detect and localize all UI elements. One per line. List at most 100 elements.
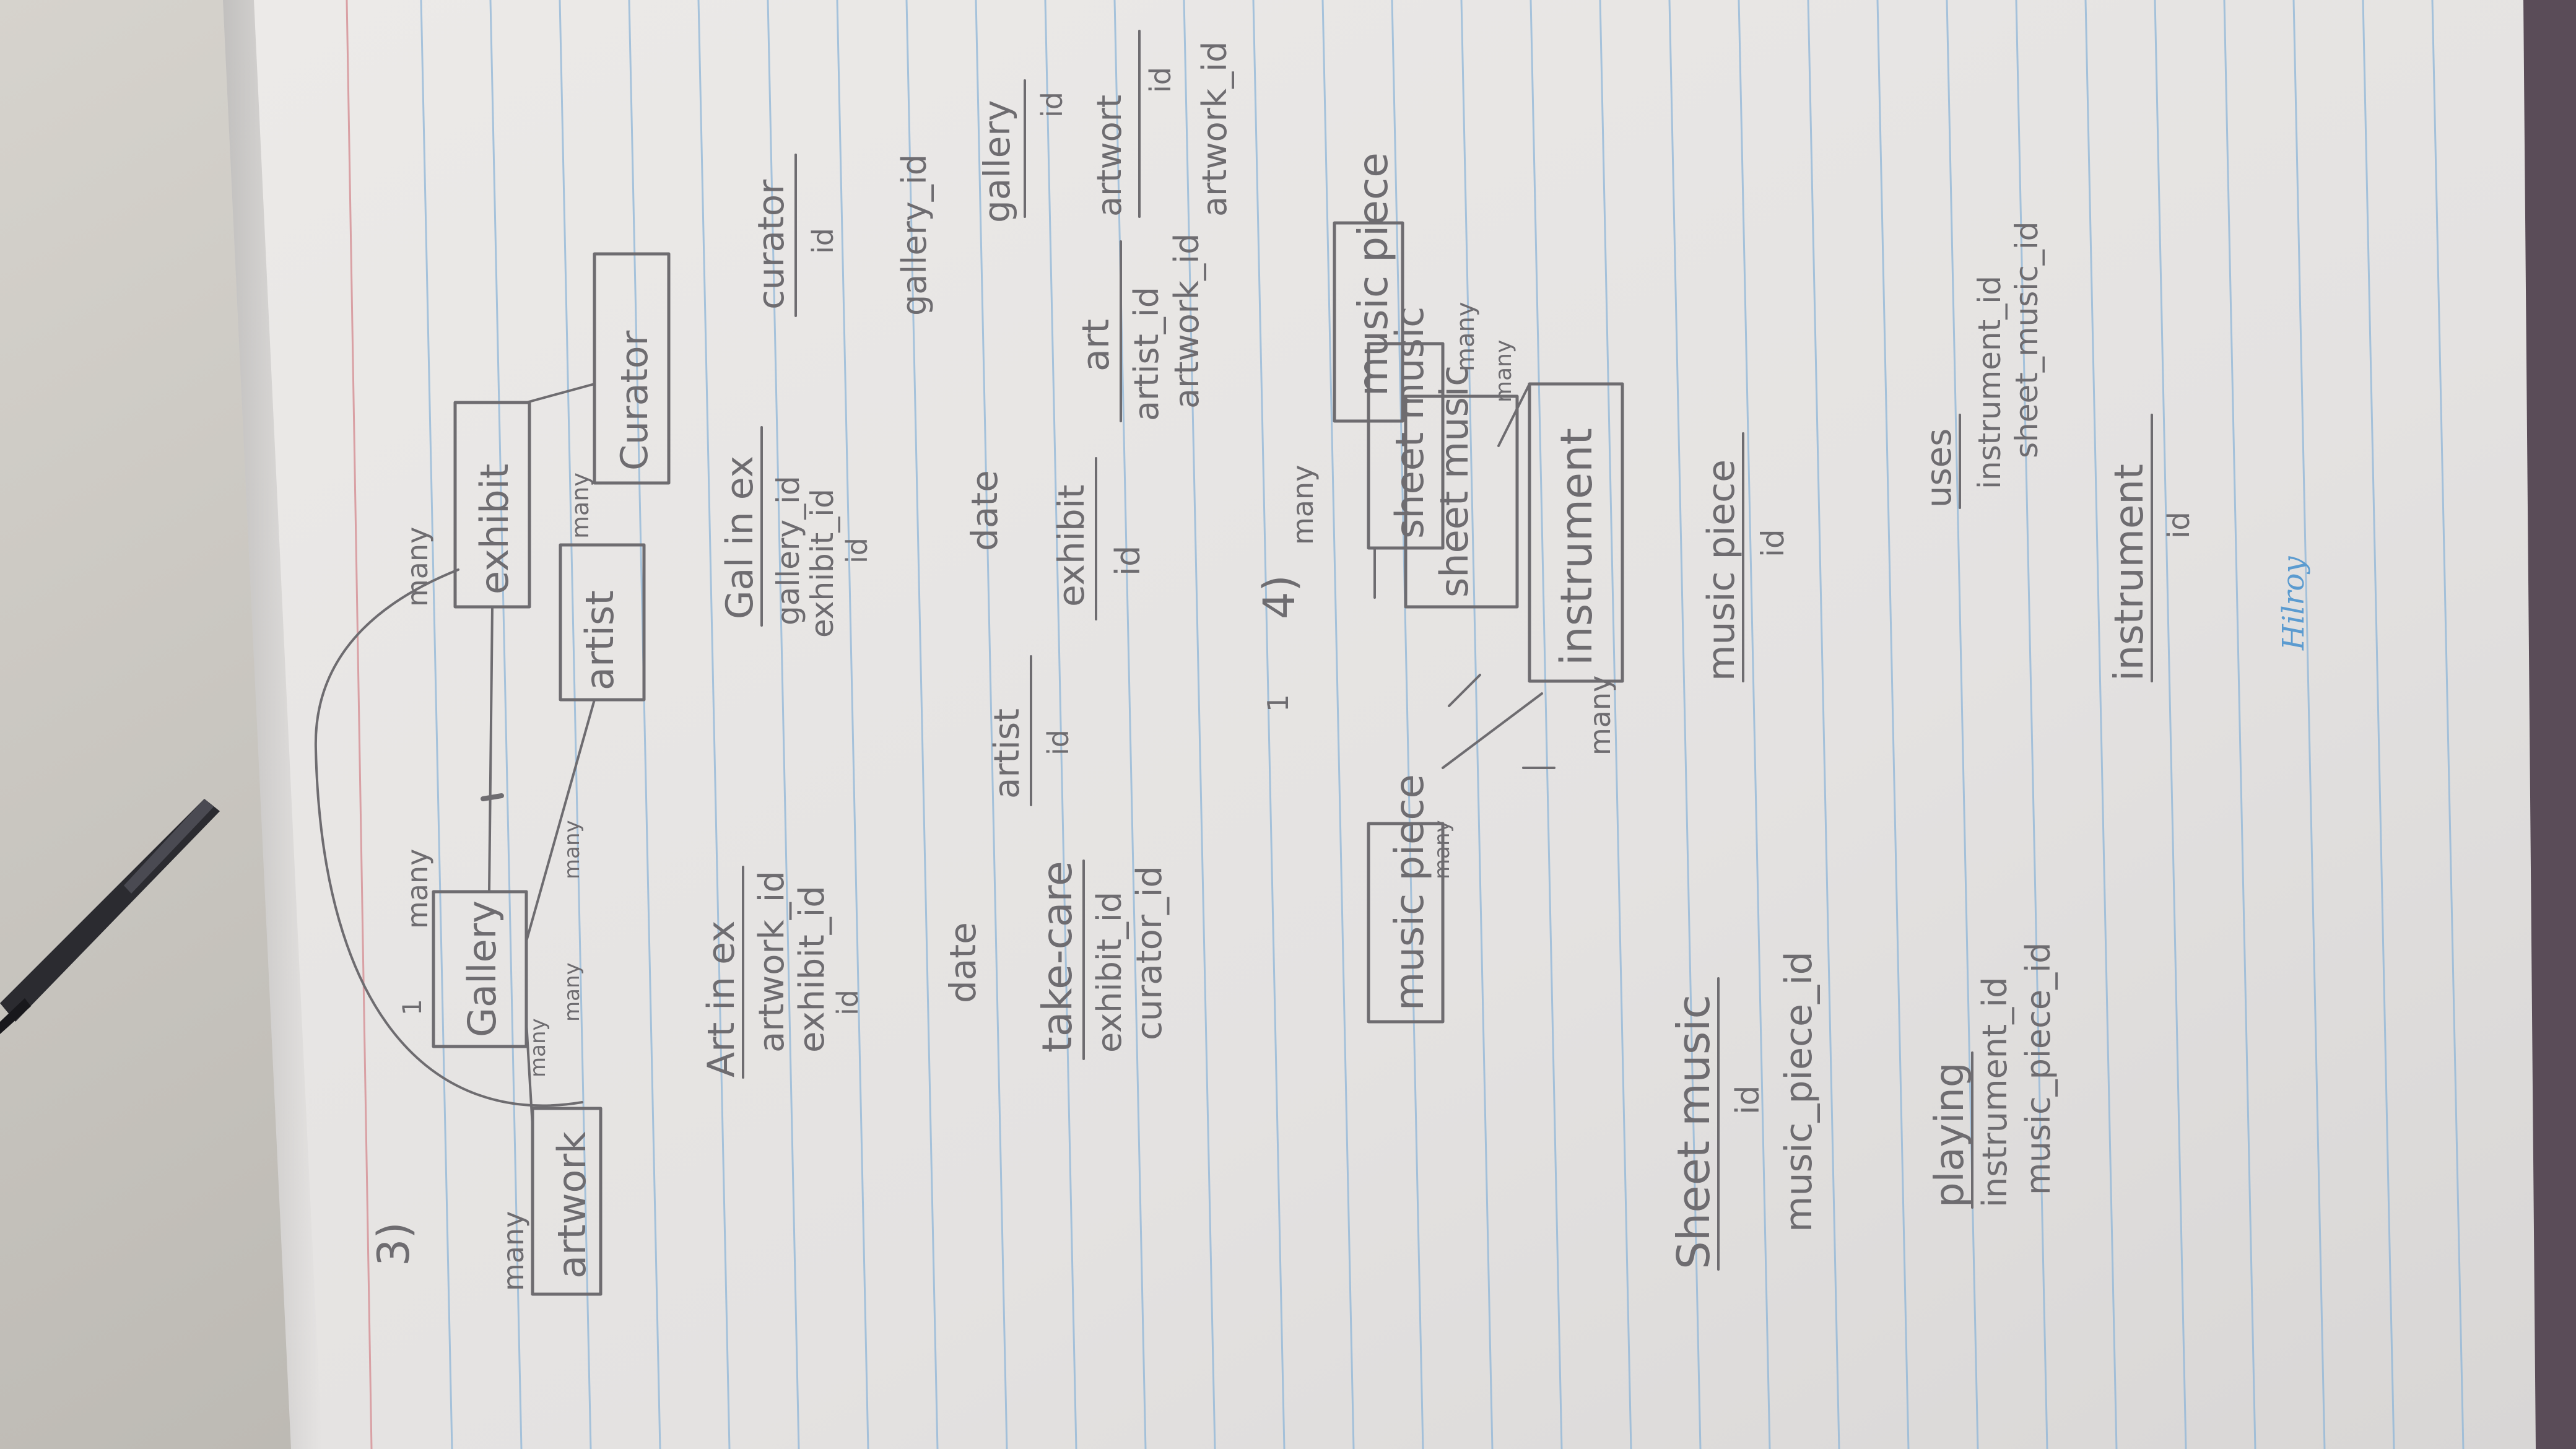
table-instrument-title: instrument [2107, 464, 2152, 681]
field: artwork_id [752, 871, 792, 1053]
section3-tables: Art in ex artwork_id exhibit_id id date … [700, 30, 1234, 1079]
field: curator_id [1129, 866, 1170, 1040]
rule-line [2084, 0, 2118, 1449]
rule-line [1391, 0, 1424, 1449]
table-art-in-ex-title: Art in ex [700, 921, 743, 1077]
card-piece-sheet-many: many [1286, 465, 1320, 545]
table-artist-title: artist [987, 708, 1027, 799]
rule-line [1321, 0, 1355, 1449]
page-shadow [223, 0, 322, 1449]
ruled-lines [420, 0, 2465, 1449]
field: date [964, 470, 1006, 551]
pen [0, 799, 220, 1034]
table-take-care-title: take-care [1033, 861, 1081, 1053]
field: exhibit_id [1090, 892, 1129, 1053]
rule-line [1807, 0, 1840, 1449]
rule-line [420, 0, 453, 1449]
rule-line [975, 0, 1008, 1449]
table-sheet-music-title: Sheet music [1668, 994, 1720, 1269]
rule-line [1738, 0, 1771, 1449]
field: music_piece_id [2019, 942, 2058, 1195]
table-artwork-title: artwort [1090, 95, 1129, 217]
field: id [2162, 511, 2196, 539]
table-gallery-title: gallery [976, 100, 1018, 223]
margin-line [346, 0, 373, 1449]
field: id [840, 537, 874, 564]
rule-line [2292, 0, 2326, 1449]
card-gallery-top: many [401, 849, 434, 929]
rule-line [559, 0, 592, 1449]
er-diagram-3: artwork Gallery exhibit artist Curator m… [314, 252, 671, 1296]
card-piece-sheet-one: 1 [1261, 694, 1295, 712]
entity-exhibit: exhibit [472, 464, 517, 594]
rule-line [1599, 0, 1632, 1449]
field: id [831, 990, 864, 1016]
field: instrument_id [1975, 977, 2014, 1208]
rule-line [2362, 0, 2395, 1449]
card-instrument-sheet: many [1491, 340, 1516, 402]
card-gallery-one: 1 [397, 999, 427, 1016]
field: artist_id [1127, 287, 1166, 421]
rule-line [1876, 0, 1910, 1449]
field: gallery_id [770, 476, 806, 625]
rule-line [697, 0, 731, 1449]
field: artwork_id [1167, 233, 1206, 409]
rule-line [2154, 0, 2187, 1449]
card-artwork-gallery-1: many [497, 1211, 530, 1291]
card-gallery-artist: many [560, 820, 585, 879]
entity-artist: artist [577, 590, 622, 690]
field: id [1755, 529, 1791, 557]
table-art-title: art [1074, 319, 1118, 372]
rule-line [905, 0, 939, 1449]
entity-artwork: artwork [549, 1131, 594, 1279]
rule-line [1460, 0, 1494, 1449]
rule-line [2431, 0, 2465, 1449]
rule-line [1252, 0, 1286, 1449]
field: id [806, 228, 840, 254]
entity-sheet-music-label: sheet music [1387, 307, 1432, 539]
entity-music-piece-label: music piece [1387, 774, 1433, 1011]
field: date [942, 922, 984, 1003]
rule-line [628, 0, 661, 1449]
card-piece-instrument: many [1430, 820, 1455, 879]
rule-line [836, 0, 869, 1449]
entity-curator: Curator [613, 330, 656, 471]
field: gallery_id [895, 154, 934, 316]
section3-number: 3) [368, 1222, 419, 1266]
field: id [1108, 546, 1147, 576]
rule-line [2223, 0, 2256, 1449]
section4-number: 4) [1254, 575, 1305, 619]
section4-diagram: music piece sheet music instrument 1 man… [1261, 302, 1624, 1024]
handwriting-layer: 3) artwork Gallery exhibit artist Curato… [314, 30, 1519, 1296]
entity-music-piece: music piece [1349, 152, 1397, 396]
rule-line [767, 0, 800, 1449]
card-gallery-artwork: many [560, 962, 585, 1022]
field: id [1730, 1086, 1767, 1115]
entity-gallery: Gallery [459, 900, 505, 1037]
field: instrument_id [1972, 276, 2008, 489]
rule-line [1668, 0, 1702, 1449]
rule-line [1183, 0, 1216, 1449]
card-sheet-instrument: many [1451, 302, 1480, 372]
rule-line [1530, 0, 1563, 1449]
card-artwork-gallery-2: many [526, 1018, 550, 1077]
section4-tables: Sheet music id music_piece_id music piec… [1668, 222, 2311, 1271]
table-exhibit-title: exhibit [1050, 484, 1092, 607]
field: artwork_id [1195, 41, 1234, 217]
field: id [1144, 67, 1177, 93]
hilroy-logo: Hilroy [2276, 556, 2311, 651]
card-gallery-exhibit: many [401, 527, 434, 607]
field: exhibit_id [792, 886, 832, 1053]
rule-line [2015, 0, 2048, 1449]
field: exhibit_id [804, 489, 840, 638]
field: sheet_music_id [2009, 222, 2045, 458]
field: id [1042, 729, 1075, 755]
table-playing-title: playing [1927, 1063, 1973, 1208]
field: music_piece_id [1777, 951, 1821, 1232]
field: id [1035, 92, 1069, 118]
rule-line [489, 0, 523, 1449]
table-music-piece-title: music piece [1700, 459, 1743, 681]
entity-sheet-music: sheet music [1432, 365, 1477, 598]
card-instrument-piece: many [1583, 676, 1617, 755]
